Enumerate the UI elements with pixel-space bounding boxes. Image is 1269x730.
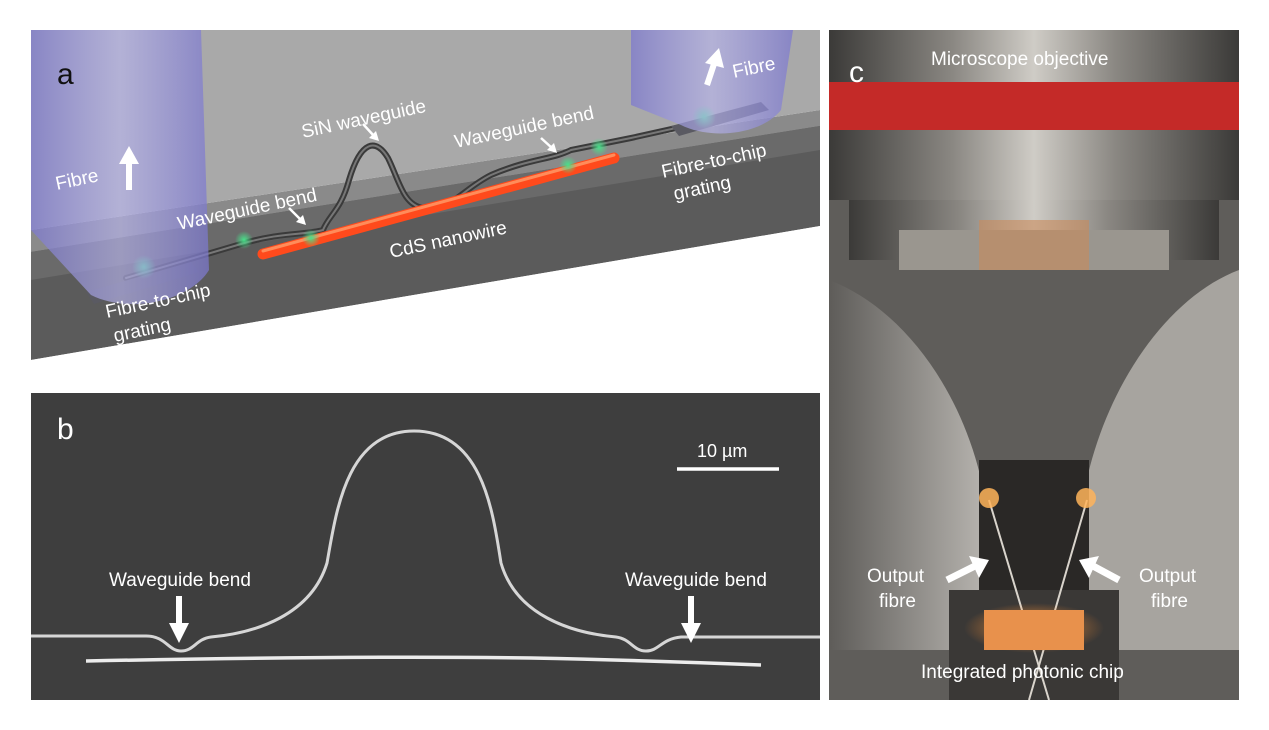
- label-integrated-photonic-chip: Integrated photonic chip: [921, 662, 1124, 683]
- label-bend-left: Waveguide bend: [109, 570, 251, 591]
- sio2-layer: [31, 110, 820, 252]
- label-microscope-objective: Microscope objective: [931, 49, 1108, 70]
- fibre-left: [31, 30, 209, 305]
- cds-nanowire: [257, 152, 620, 260]
- arrow-bend-right-pointer: [540, 137, 557, 153]
- arrow-bend-left: [169, 596, 189, 643]
- panel-c-letter: c: [849, 56, 864, 89]
- panel-c-photo: c Microscope objective Output fibre Outp…: [829, 30, 1239, 700]
- arrow-waveguide-pointer: [362, 123, 379, 141]
- panel-a-schematic: a Fibre Fibre Fibre-to-chip grating Fibr…: [31, 30, 820, 382]
- glow-bend-right: [559, 156, 577, 174]
- label-output-right-1: Output: [1139, 566, 1197, 587]
- panel-b-sem-image: 10 µm b Waveguide bend Waveguide bend: [31, 393, 820, 700]
- arrow-fibre-right-up: [704, 48, 724, 86]
- sem-background: [31, 393, 820, 700]
- glow-bend-right-outer: [590, 138, 608, 156]
- fibre-glow-left: [979, 488, 999, 508]
- panel-a-letter: a: [57, 58, 74, 91]
- sem-nanowire: [85, 655, 762, 667]
- label-output-left-2: fibre: [879, 591, 916, 612]
- label-sio2-subscript: 2: [618, 269, 628, 284]
- sin-waveguide-highlight: [125, 117, 722, 279]
- panel-c-svg: c Microscope objective Output fibre Outp…: [829, 30, 1239, 700]
- output-fibre-right: [1028, 499, 1088, 700]
- chip-front-edge: [31, 126, 820, 280]
- fibre-right: [631, 30, 793, 134]
- objective-tip-glow: [979, 220, 1089, 270]
- fibre-holder-left: [829, 280, 989, 650]
- cds-nanowire-highlight: [261, 153, 616, 253]
- sem-waveguide: [31, 429, 820, 653]
- panel-a-svg: a Fibre Fibre Fibre-to-chip grating Fibr…: [31, 30, 820, 382]
- arrow-bend-right: [681, 596, 701, 643]
- scale-bar-label: 10 µm: [697, 441, 747, 461]
- objective-red-band: [829, 82, 1239, 130]
- label-bend-right: Waveguide bend: [625, 570, 767, 591]
- panel-b-letter: b: [57, 413, 74, 446]
- arrow-output-fibre-right: [1079, 556, 1121, 584]
- label-si: Si: [615, 305, 636, 329]
- arrow-fibre-left-up: [119, 146, 139, 190]
- glow-bend-left: [302, 229, 320, 247]
- glow-bend-left-outer: [235, 231, 253, 249]
- fibre-holder-right: [1079, 270, 1239, 650]
- arrow-bend-left-pointer: [288, 207, 306, 225]
- label-output-left-1: Output: [867, 566, 925, 587]
- fibre-glow-right: [1076, 488, 1096, 508]
- photonic-chip: [984, 610, 1084, 650]
- panel-b-svg: 10 µm b Waveguide bend Waveguide bend: [31, 393, 820, 700]
- arrow-output-fibre-left: [945, 556, 989, 584]
- label-output-right-2: fibre: [1151, 591, 1188, 612]
- chip-top-surface: [31, 30, 820, 230]
- chip-bottom-shade: [31, 226, 820, 382]
